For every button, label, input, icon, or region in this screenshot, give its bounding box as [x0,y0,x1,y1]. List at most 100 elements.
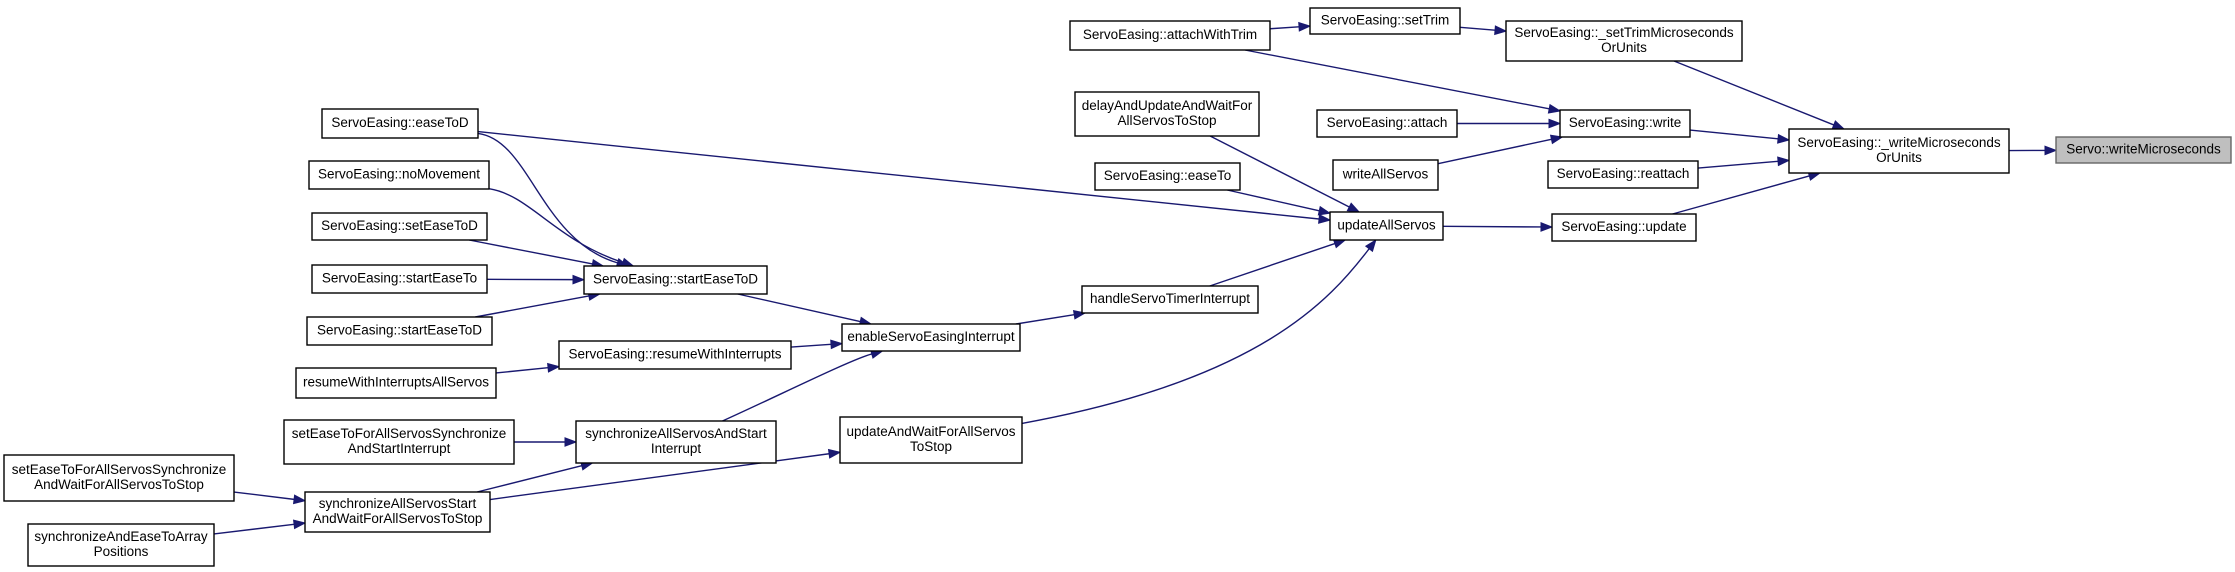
node-box [1081,285,1259,314]
edge-setEaseToForAllServosSynchronizeAndWaitForAllServosToStop->synchronizeAllServosStartAndWaitForAllServosToStop [233,491,295,501]
node-label: AndWaitForAllServosToStop [313,511,483,526]
node-writeAllServos[interactable]: writeAllServos [1332,159,1439,191]
edge-updateAndWaitForAllServosToStop->updateAllServos [1021,248,1370,425]
node-se_easeTo[interactable]: ServoEasing::easeTo [1094,162,1241,191]
node-box [27,523,215,567]
arrowhead-se_easeTo->updateAllServos [1317,205,1332,216]
node-box [1551,213,1697,242]
node-se_setEaseToD[interactable]: ServoEasing::setEaseToD [311,212,488,241]
node-box [283,419,515,465]
edge-se_resumeWithInterrupts->enableServoEasingInterrupt [790,343,832,348]
edge-se_setEaseToD->se_startEaseToD_mid [469,239,593,265]
node-label: synchronizeAndEaseToArray [34,529,208,544]
node-synchronizeAllServosStartAndWaitForAllServosToStop[interactable]: synchronizeAllServosStartAndWaitForAllSe… [304,491,491,533]
arrowhead-handleServoTimerInterrupt->updateAllServos [1332,239,1347,249]
node-se_easeToD[interactable]: ServoEasing::easeToD [321,108,479,139]
node-label: synchronizeAllServosStart [319,496,477,511]
edge-se_write->se_writeMicrosecondsOrUnits [1689,129,1779,140]
node-label: ServoEasing::update [1561,219,1686,234]
node-label: ServoEasing::attach [1327,115,1448,130]
node-resumeWithInterruptsAllServos[interactable]: resumeWithInterruptsAllServos [295,367,497,399]
node-se_attachWithTrim[interactable]: ServoEasing::attachWithTrim [1069,20,1271,51]
edge-enableServoEasingInterrupt->handleServoTimerInterrupt [1015,314,1075,325]
node-box [1309,7,1461,35]
node-label: delayAndUpdateAndWaitFor [1082,98,1253,113]
node-label: enableServoEasingInterrupt [847,329,1015,344]
node-se_update[interactable]: ServoEasing::update [1551,213,1697,242]
node-label: ServoEasing::easeTo [1104,168,1232,183]
edge-se_setTrimMicrosecondsOrUnits->se_writeMicrosecondsOrUnits [1673,60,1835,126]
node-se_reattach[interactable]: ServoEasing::reattach [1547,160,1699,189]
node-label: OrUnits [1601,40,1647,55]
arrowhead-resumeWithInterruptsAllServos->se_resumeWithInterrupts [547,362,561,373]
node-se_noMovement[interactable]: ServoEasing::noMovement [308,160,490,190]
node-box [1074,91,1260,137]
node-box [558,340,792,370]
node-box [575,420,777,464]
node-se_attach[interactable]: ServoEasing::attach [1316,109,1458,138]
node-label: OrUnits [1876,150,1922,165]
arrowhead-updateAndWaitForAllServosToStop->updateAllServos [1364,238,1377,253]
node-se_setTrim[interactable]: ServoEasing::setTrim [1309,7,1461,35]
edge-handleServoTimerInterrupt->updateAllServos [1209,242,1336,287]
node-box [841,323,1021,352]
arrowhead-se_writeMicrosecondsOrUnits->servo_writeMicroseconds [2044,145,2058,156]
node-setEaseToForAllServosSynchronizeAndWaitForAllServosToStop[interactable]: setEaseToForAllServosSynchronizeAndWaitF… [3,454,235,502]
arrowhead-se_startEaseTo->se_startEaseToD_mid [572,274,586,285]
node-box [3,454,235,502]
arrowhead-se_attach->se_write [1548,118,1562,129]
node-handleServoTimerInterrupt[interactable]: handleServoTimerInterrupt [1081,285,1259,314]
node-label: ServoEasing::setTrim [1321,13,1450,28]
node-label: Servo::writeMicroseconds [2066,142,2221,157]
node-label: ServoEasing::startEaseTo [322,271,477,286]
node-label: setEaseToForAllServosSynchronize [12,462,227,477]
nodes-layer: Servo::writeMicroseconds ServoEasing::_wr… [3,7,2232,567]
node-box [583,265,768,295]
node-box [1094,162,1241,191]
edge-se_reattach->se_writeMicrosecondsOrUnits [1697,160,1779,169]
node-box [321,108,479,139]
node-label: resumeWithInterruptsAllServos [303,375,489,390]
node-box [304,491,491,533]
edge-se_easeToD->updateAllServos [477,130,1320,220]
node-label: ServoEasing::startEaseToD [317,323,482,338]
node-box [1788,128,2010,174]
arrowhead-se_easeToD->updateAllServos [1318,214,1332,224]
node-box [306,316,493,346]
node-label: setEaseToForAllServosSynchronize [292,426,507,441]
node-servo_writeMicroseconds[interactable]: Servo::writeMicroseconds [2055,136,2232,164]
node-setEaseToForAllServosSynchronizeAndStartInterrupt[interactable]: setEaseToForAllServosSynchronizeAndStart… [283,419,515,465]
node-se_write[interactable]: ServoEasing::write [1559,109,1691,138]
node-enableServoEasingInterrupt[interactable]: enableServoEasingInterrupt [841,323,1021,352]
arrowhead-synchronizeAllServosStartAndWaitForAllServosToStop->updateAndWaitForAllServosToStop [827,448,842,459]
edge-writeAllServos->se_write [1437,138,1552,165]
arrowhead-se_write->se_writeMicrosecondsOrUnits [1777,133,1791,144]
arrowhead-se_resumeWithInterrupts->enableServoEasingInterrupt [830,339,844,350]
node-se_resumeWithInterrupts[interactable]: ServoEasing::resumeWithInterrupts [558,340,792,370]
node-box [1559,109,1691,138]
arrowhead-setEaseToForAllServosSynchronizeAndStartInterrupt->synchronizeAllServosAndStartInterrupt [564,437,578,447]
node-box [1332,159,1439,191]
node-updateAllServos[interactable]: updateAllServos [1329,211,1444,241]
node-label: ServoEasing::attachWithTrim [1083,27,1257,42]
node-box [308,160,490,190]
node-label: ServoEasing::noMovement [318,167,480,182]
node-label: ServoEasing::reattach [1557,166,1690,181]
node-se_startEaseTo[interactable]: ServoEasing::startEaseTo [311,264,488,294]
edge-se_attachWithTrim->se_write [1244,49,1550,110]
node-se_startEaseToD_left[interactable]: ServoEasing::startEaseToD [306,316,493,346]
node-box [311,212,488,241]
node-se_startEaseToD_mid[interactable]: ServoEasing::startEaseToD [583,265,768,295]
node-label: Positions [94,544,149,559]
node-label: ServoEasing::easeToD [331,115,469,130]
edge-se_easeToD->se_startEaseToD_mid [477,132,618,264]
node-label: updateAllServos [1337,218,1436,233]
edge-se_easeTo->updateAllServos [1227,189,1320,212]
